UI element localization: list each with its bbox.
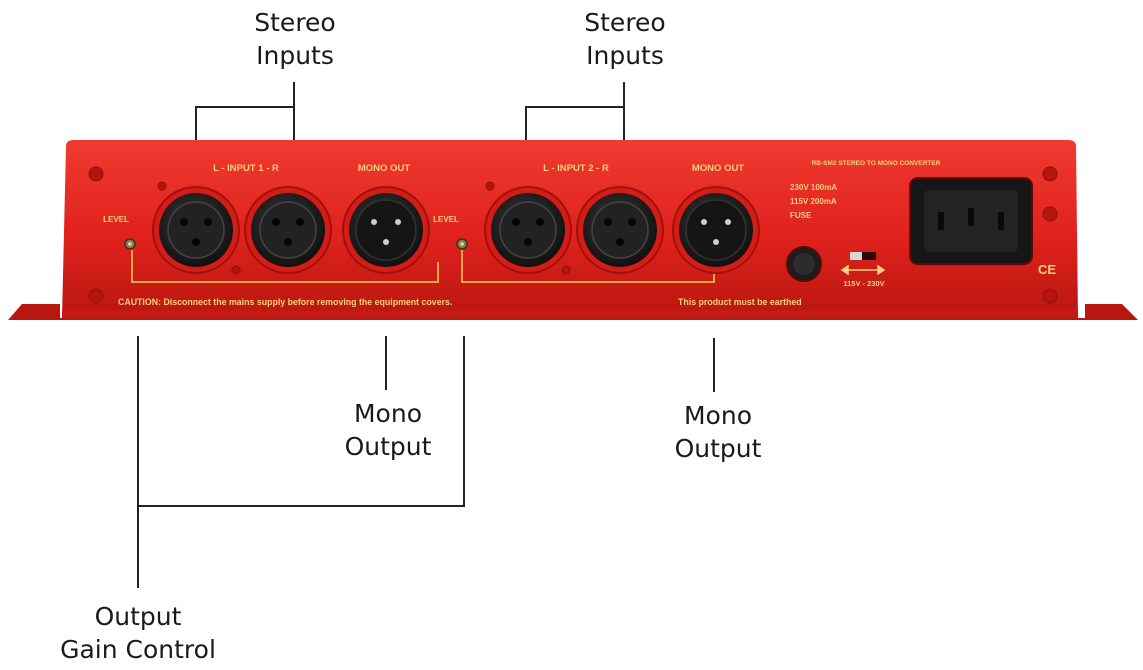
panel-fuse-rating-1: 230V 100mA: [790, 183, 837, 192]
callout-mono-output-1: Mono Output: [328, 397, 448, 463]
panel-input1-label: L - INPUT 1 - R: [213, 163, 279, 174]
panel-input2-label: L - INPUT 2 - R: [543, 163, 609, 174]
callout-stereo-inputs-1-line1: Stereo: [254, 8, 336, 37]
leader-lines: [137, 82, 715, 588]
panel-level-1-label: LEVEL: [103, 215, 129, 224]
panel-model-text: RB-SM2 STEREO TO MONO CONVERTER: [812, 160, 941, 167]
callout-stereo-inputs-1-line2: Inputs: [256, 41, 334, 70]
panel-caution-text: CAUTION: Disconnect the mains supply bef…: [118, 297, 452, 307]
panel-mono-out-2-label: MONO OUT: [692, 163, 744, 174]
xlr-mono-output-2[interactable]: [672, 186, 760, 274]
xlr-input-1-right[interactable]: [244, 186, 332, 274]
panel-mono-out-1-label: MONO OUT: [358, 163, 410, 174]
device-panel: L - INPUT 1 - R MONO OUT L - INPUT 2 - R…: [8, 140, 1138, 320]
callout-stereo-inputs-2: Stereo Inputs: [564, 6, 686, 72]
voltage-arrow-icon: [840, 264, 886, 276]
xlr-input-1-left[interactable]: [152, 186, 240, 274]
panel-level-2-label: LEVEL: [433, 215, 459, 224]
callout-mono-output-1-line1: Mono: [353, 399, 422, 428]
stereo-inputs-1-bracket: [195, 106, 295, 140]
iec-power-inlet[interactable]: [909, 177, 1033, 265]
callout-mono-output-2: Mono Output: [658, 399, 778, 465]
panel-screws: [88, 166, 1058, 304]
panel-earthed-text: This product must be earthed: [678, 297, 802, 307]
panel-bottom-edge: [62, 310, 1078, 318]
panel-ce-mark: CE: [1038, 262, 1056, 277]
callout-mono-output-2-line2: Output: [674, 434, 762, 463]
level-knob-1[interactable]: [124, 238, 136, 250]
xlr-input-2-left[interactable]: [484, 186, 572, 274]
callout-output-gain-control: Output Gain Control: [48, 600, 228, 666]
callout-mono-output-1-line2: Output: [344, 432, 432, 461]
level-knob-2[interactable]: [456, 238, 468, 250]
xlr-input-2-right[interactable]: [576, 186, 664, 274]
panel-flange: [8, 304, 1138, 320]
callout-output-gain-control-line1: Output: [94, 602, 182, 631]
voltage-selector-switch[interactable]: [850, 252, 876, 260]
panel-fuse-label: FUSE: [790, 211, 812, 220]
callout-stereo-inputs-2-line1: Stereo: [584, 8, 666, 37]
gain-control-2-leader: [138, 336, 465, 507]
panel-voltage-label: 115V - 230V: [843, 279, 884, 288]
fuse-holder[interactable]: [786, 246, 822, 282]
xlr-mono-output-1[interactable]: [342, 186, 430, 274]
callout-output-gain-control-line2: Gain Control: [60, 635, 216, 664]
panel-fuse-rating-2: 115V 200mA: [790, 197, 837, 206]
callout-stereo-inputs-2-line2: Inputs: [586, 41, 664, 70]
callout-stereo-inputs-1: Stereo Inputs: [234, 6, 356, 72]
stereo-inputs-2-bracket: [525, 106, 625, 140]
callout-mono-output-2-line1: Mono: [683, 401, 752, 430]
